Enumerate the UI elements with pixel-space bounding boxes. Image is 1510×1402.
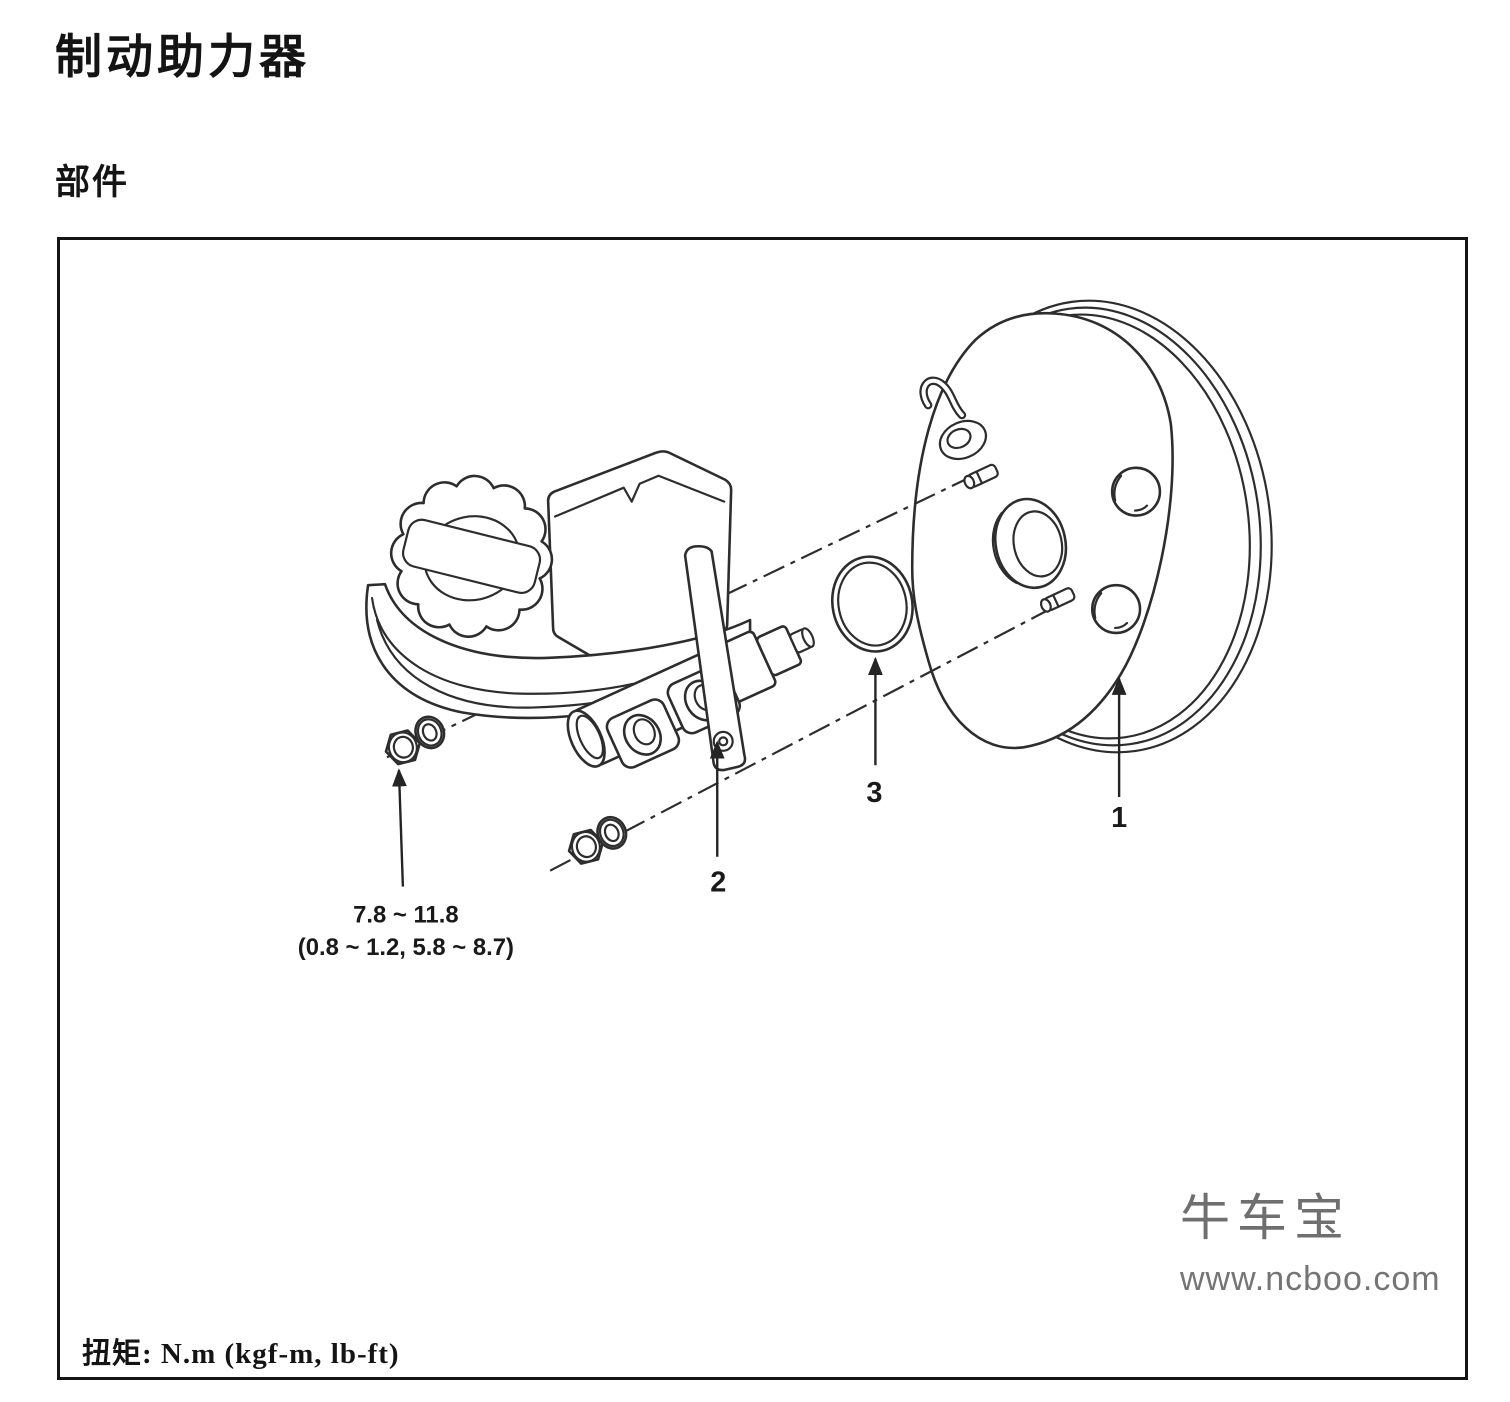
watermark-url: www.ncboo.com [1180,1260,1441,1298]
reservoir-lid-seam [554,474,726,518]
o-ring [830,555,914,653]
booster-hole-upper [1110,466,1162,517]
cap-grip-band [401,518,542,594]
centerline-lower [549,601,1064,872]
booster-hole-lower [1090,583,1142,635]
watermark-brand: 牛车宝 [1180,1190,1351,1246]
spring-washer-upper [414,715,446,750]
centerline-upper [386,467,989,759]
page-title: 制动助力器 [55,30,310,83]
exploded-parts-diagram: 1 2 3 7.8 ~ 11.8 (0.8 ~ 1.2, 5.8 ~ 8.7) [298,299,1273,961]
torque-value: 7.8 ~ 11.8 [353,901,458,928]
outlet-port-front [605,698,681,769]
callout-2: 2 [709,740,726,899]
master-cylinder-assembly [365,450,815,772]
flange-nut-lower [567,828,605,865]
booster-face-details [919,376,1162,635]
section-title: 部件 [55,163,130,202]
spring-washer-lower [596,815,628,850]
torque-units-note: 扭矩: N.m (kgf-m, lb-ft) [82,1338,400,1370]
callout-2-label: 2 [710,867,726,899]
callout-3: 3 [866,656,883,809]
reservoir-tank [546,450,733,672]
torque-spec: 7.8 ~ 11.8 (0.8 ~ 1.2, 5.8 ~ 8.7) [298,768,514,961]
callout-3-label: 3 [866,777,882,809]
push-rod-hole [991,497,1068,590]
booster-stud-lower [1039,587,1076,613]
flange-nut-upper [384,729,422,766]
brake-booster [910,299,1273,754]
figure-box: 1 2 3 7.8 ~ 11.8 (0.8 ~ 1.2, 5.8 ~ 8.7) … [57,237,1468,1380]
callout-1: 1 [1111,676,1127,834]
watermark: 牛车宝 www.ncboo.com [1180,1178,1441,1299]
callout-1-label: 1 [1111,802,1127,834]
check-valve-icon [919,376,988,461]
booster-stud-upper [963,463,999,490]
torque-value-alt-units: (0.8 ~ 1.2, 5.8 ~ 8.7) [298,934,514,961]
